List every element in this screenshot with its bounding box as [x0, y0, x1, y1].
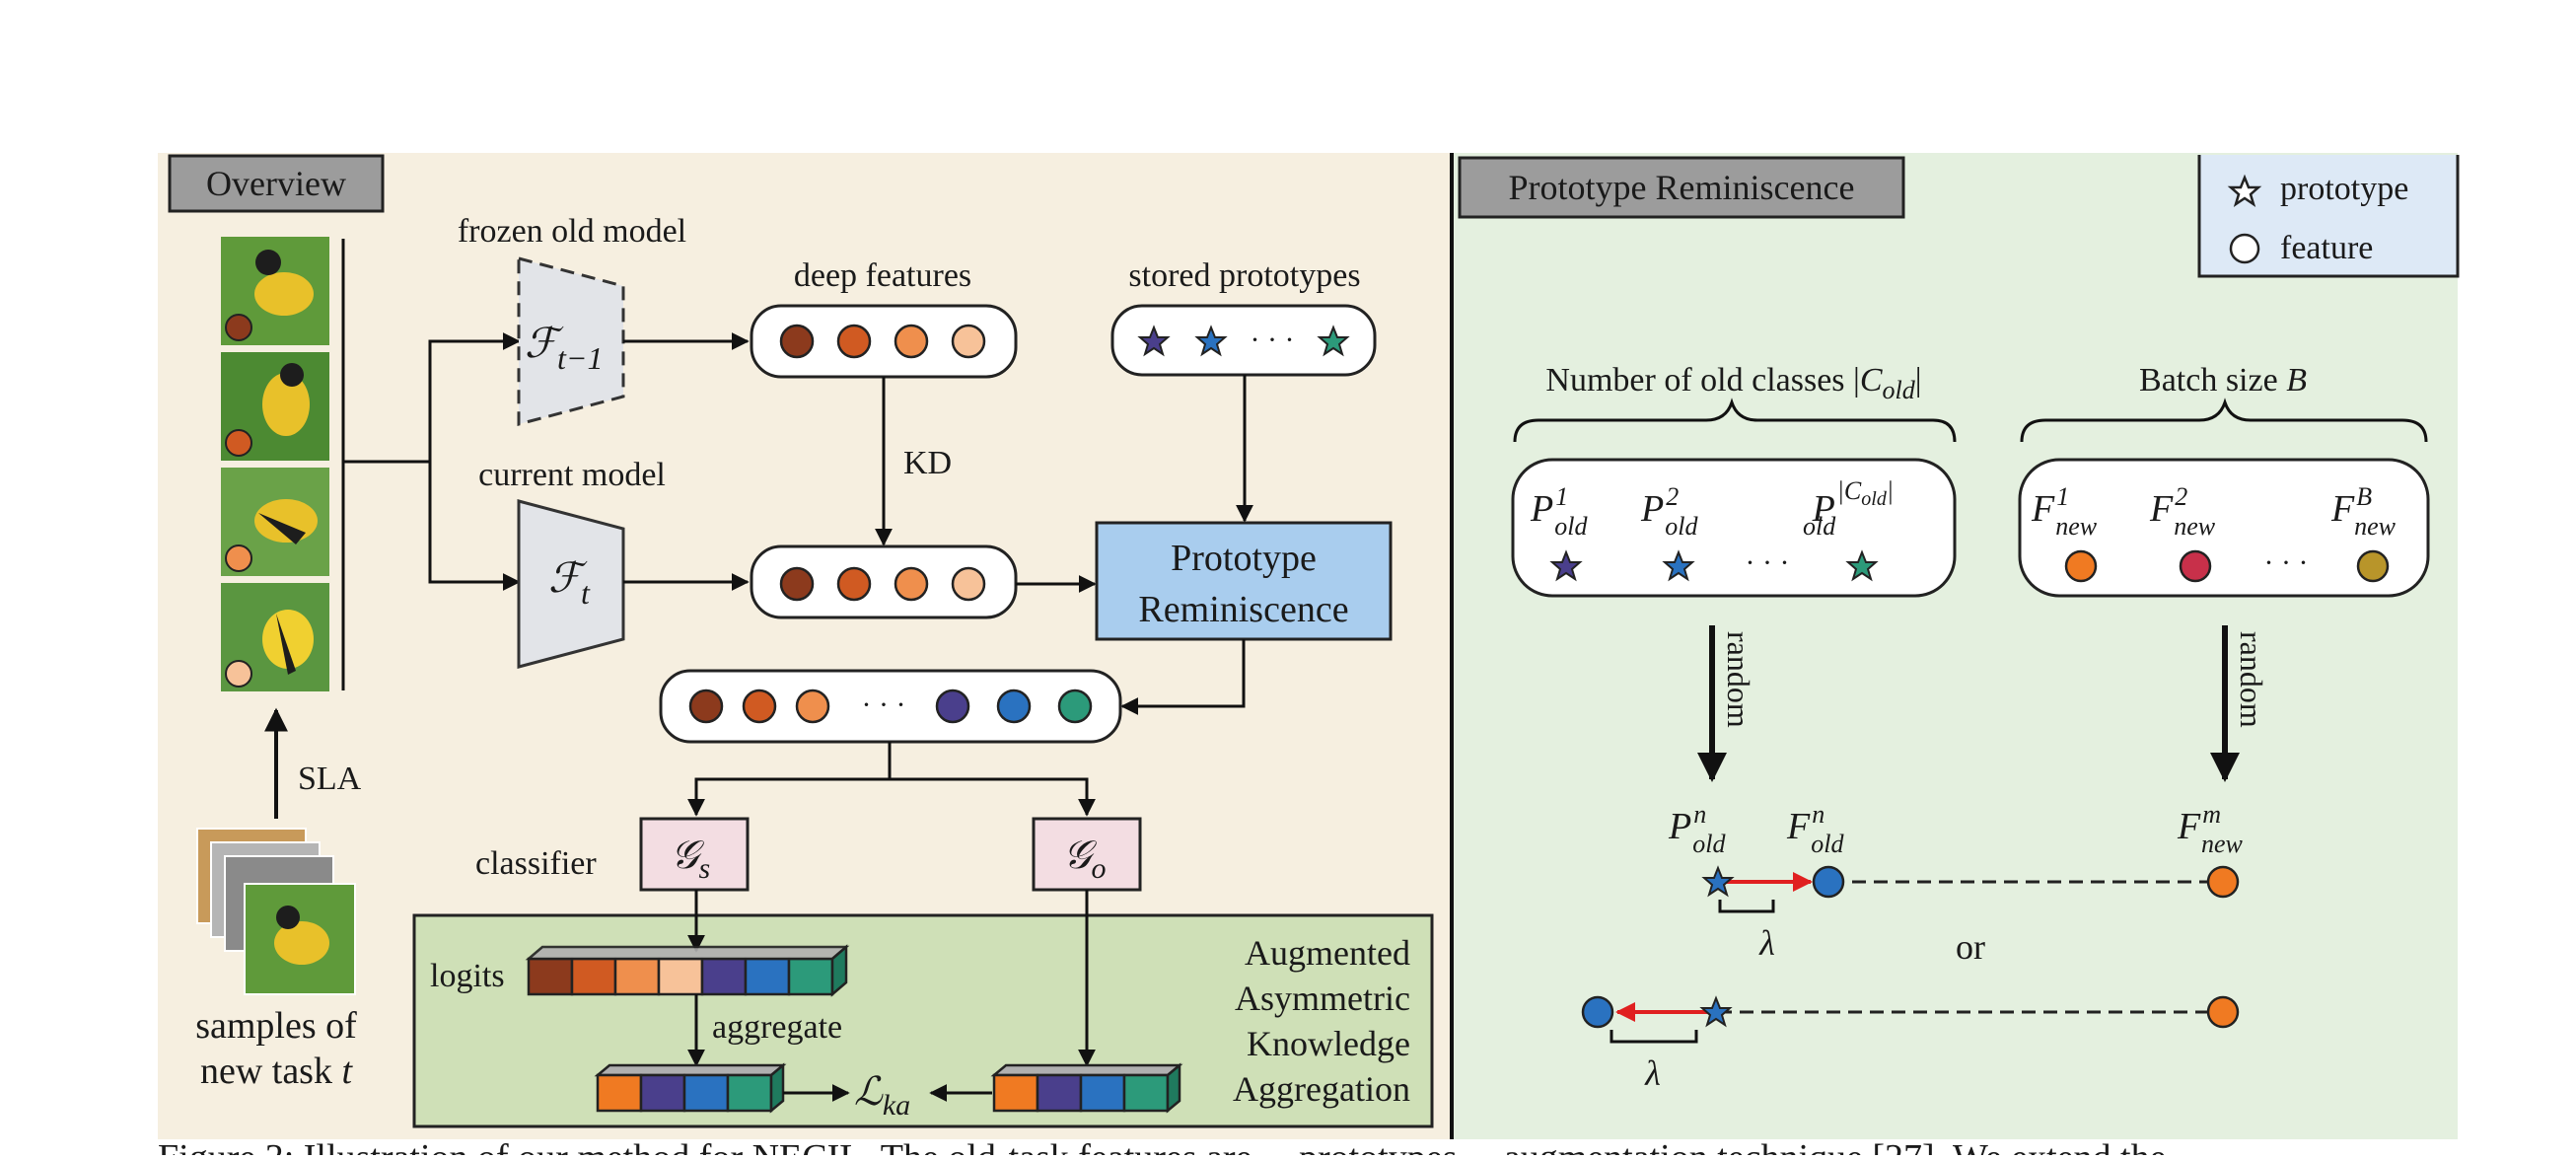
batch-brace	[2020, 398, 2428, 443]
p-old-cold: P|Cold|old	[1803, 476, 1894, 541]
bird-image-2	[221, 352, 329, 461]
arrow-pr-to-combined	[1120, 639, 1246, 715]
branch-to-current	[428, 462, 521, 591]
kd-label: KD	[903, 445, 952, 481]
old-prototypes-box	[1511, 458, 1957, 598]
branch-to-models	[343, 332, 521, 464]
overview-title-box	[168, 154, 385, 213]
new-features-box	[2018, 458, 2430, 598]
case2-new-feature	[2206, 995, 2240, 1029]
current-features-dots	[779, 566, 986, 602]
figure-caption: Figure 3: Illustration of our method for…	[158, 1137, 2166, 1155]
random-label-right: random	[2234, 631, 2269, 728]
logits-label: logits	[430, 958, 505, 994]
case1-lambda-bracket	[1718, 900, 1775, 913]
deep-features-label: deep features	[794, 257, 971, 294]
frozen-model-label: frozen old model	[458, 213, 686, 250]
sla-label: SLA	[298, 761, 362, 797]
aka-line1: Augmented	[1245, 933, 1410, 973]
bird-thumbnails	[221, 237, 329, 691]
samples-line1: samples of	[195, 1005, 357, 1047]
legend-prototype: prototype	[2280, 171, 2408, 207]
new-feature-dots	[2064, 549, 2390, 583]
batch-size-label: Batch size B	[2139, 362, 2307, 399]
reminiscence-title-box	[1458, 156, 1905, 219]
case2-old-feature	[1581, 995, 1614, 1029]
combined-features-dots	[688, 689, 1093, 724]
current-features-box	[750, 544, 1018, 619]
pr-box-line1: Prototype	[1171, 538, 1317, 579]
legend-feature: feature	[2280, 230, 2373, 266]
bird-image-4	[221, 583, 329, 691]
split-lines	[687, 742, 892, 817]
pr-box-line2: Reminiscence	[1138, 589, 1348, 630]
random-label-left: random	[1721, 631, 1756, 728]
aka-line2: Asymmetric	[1235, 979, 1410, 1018]
current-model-label: current model	[478, 457, 666, 493]
old-classes-brace	[1513, 398, 1957, 443]
new-ellipsis: · · ·	[2264, 546, 2309, 579]
case1-new-feature	[2206, 865, 2240, 899]
sample-stack	[196, 828, 356, 995]
deep-features-dots	[779, 324, 986, 359]
combined-ellipsis: · · ·	[862, 689, 906, 721]
aggregate-label: aggregate	[712, 1009, 842, 1046]
bird-image-1	[221, 237, 329, 345]
legend-circle-icon	[2229, 233, 2260, 264]
stored-prototypes-label: stored prototypes	[1128, 257, 1360, 294]
old-ellipsis: · · ·	[1746, 546, 1790, 579]
f-old-symbol: ℱt−1	[525, 322, 604, 376]
loss-symbol: ℒka	[854, 1069, 910, 1122]
reminiscence-panel	[1454, 153, 2458, 1139]
aka-line3: Knowledge	[1247, 1024, 1410, 1063]
aka-line4: Aggregation	[1233, 1069, 1410, 1109]
logits-bar	[525, 944, 850, 997]
frozen-old-model	[517, 256, 625, 426]
classifier-label: classifier	[475, 845, 597, 882]
bird-image-3	[221, 468, 329, 576]
old-classes-label: Number of old classes |Cold|	[1545, 362, 1921, 404]
legend-box	[2197, 155, 2460, 278]
split-line-right	[890, 777, 1096, 817]
current-model	[517, 499, 625, 669]
overview-title: Overview	[206, 164, 346, 203]
aggregated-logits-left	[594, 1062, 787, 1114]
aggregated-logits-right	[990, 1062, 1183, 1114]
go-symbol: 𝒢o	[1063, 833, 1106, 885]
classifier-gs	[639, 817, 750, 892]
samples-line2: new task t	[200, 1051, 354, 1092]
case2-lambda: λ	[1644, 1053, 1661, 1093]
stored-prototypes-ellipsis: · · ·	[1251, 324, 1295, 356]
or-label: or	[1956, 927, 1985, 967]
case2-lambda-bracket	[1610, 1030, 1698, 1044]
case1-old-feature	[1812, 865, 1845, 899]
case1-lambda: λ	[1758, 923, 1775, 963]
reminiscence-title: Prototype Reminiscence	[1509, 168, 1855, 207]
